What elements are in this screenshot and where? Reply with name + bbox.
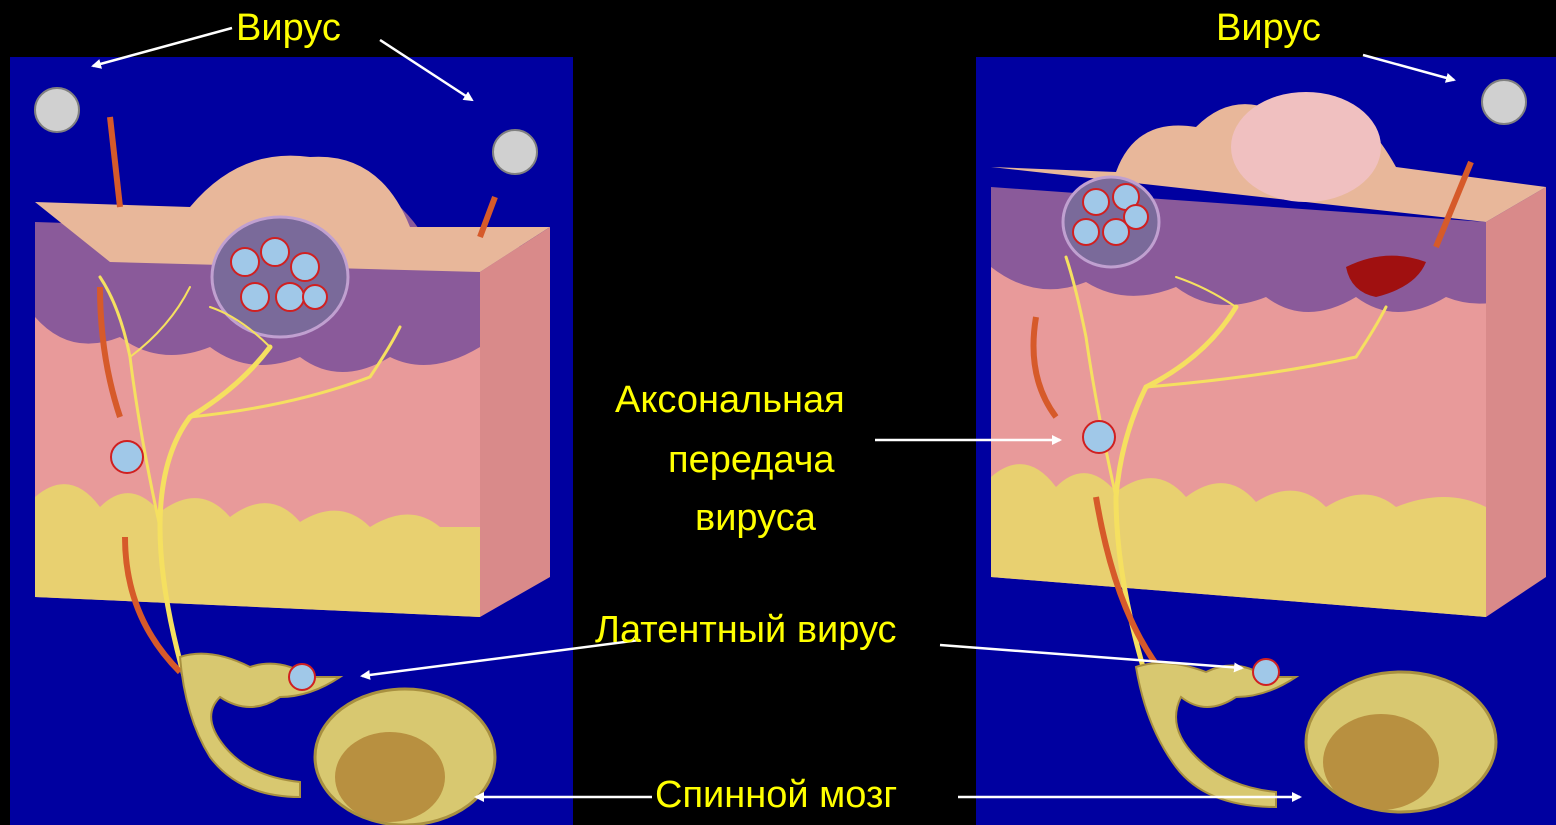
right-illustration-panel [976, 57, 1556, 825]
axonal-label-line2: передача [668, 438, 835, 482]
latent-virus-label: Латентный вирус [595, 608, 897, 652]
left-block-side [480, 227, 550, 617]
left-ganglion [180, 654, 340, 797]
left-axon-virion [111, 441, 143, 473]
right-large-blister [1231, 92, 1381, 202]
right-axon-virion [1083, 421, 1115, 453]
spinal-cord-label: Спинной мозг [655, 773, 897, 817]
right-free-virion [1482, 80, 1526, 124]
left-skin-diagram [10, 57, 573, 825]
right-ganglion-virion [1253, 659, 1279, 685]
left-illustration-panel [10, 57, 573, 825]
axonal-label-line3: вируса [695, 496, 816, 540]
axonal-label-line1: Аксональная [615, 378, 845, 422]
left-ganglion-virion [289, 664, 315, 690]
right-skin-diagram [976, 57, 1556, 825]
left-spinal-gray-matter [335, 732, 445, 822]
virus-label-left: Вирус [236, 6, 341, 50]
virus-label-right: Вирус [1216, 6, 1321, 50]
right-block-side [1486, 187, 1546, 617]
left-blister [212, 217, 348, 337]
right-spinal-gray-matter [1323, 714, 1439, 810]
